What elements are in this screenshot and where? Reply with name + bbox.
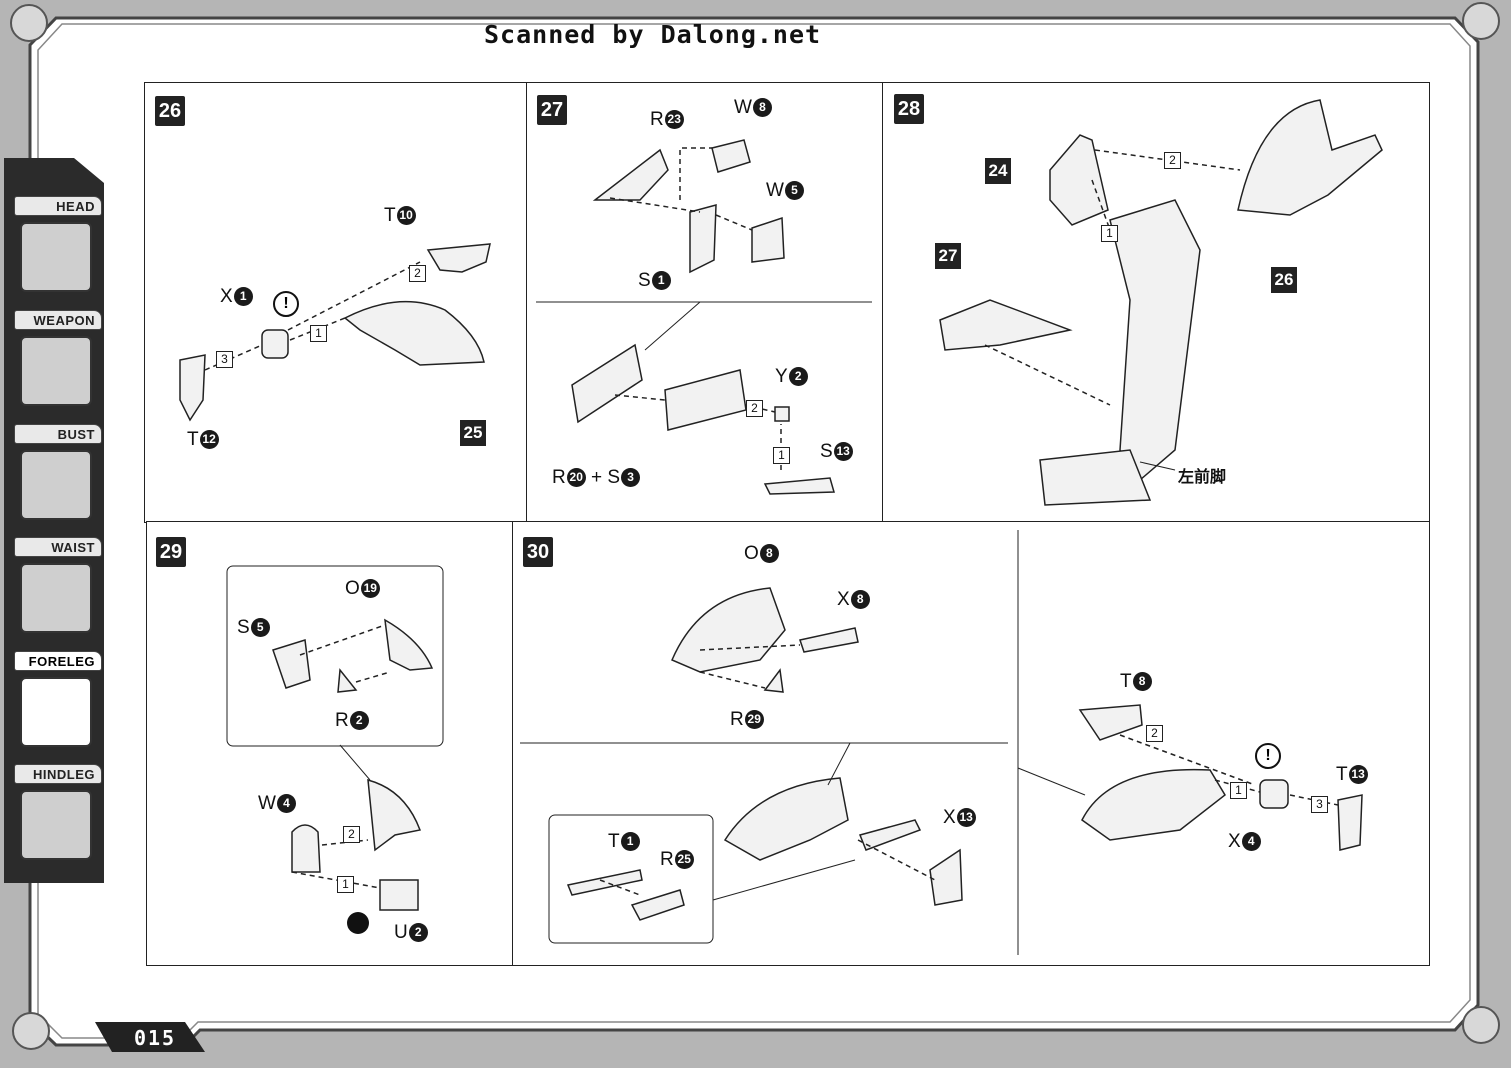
part-number-25: 25 [460, 420, 486, 446]
corner-ornament-icon [10, 4, 48, 42]
sequence-1: 1 [337, 876, 354, 893]
scan-credit: Scanned by Dalong.net [484, 20, 822, 49]
tab-weapon[interactable]: WEAPON [10, 310, 102, 418]
sequence-3: 3 [216, 351, 233, 368]
step-29-panel [146, 521, 514, 966]
step-number-27: 27 [537, 95, 567, 125]
bust-icon [20, 450, 92, 520]
step-number-26: 26 [155, 96, 185, 126]
foreleg-icon [20, 677, 92, 747]
tab-foreleg-label: FORELEG [14, 651, 102, 671]
tab-bust-label: BUST [14, 424, 102, 444]
page-number: 015 [133, 1026, 177, 1050]
tab-hindleg[interactable]: HINDLEG [10, 764, 102, 872]
hindleg-icon [20, 790, 92, 860]
sequence-1: 1 [1230, 782, 1247, 799]
tab-waist-label: WAIST [14, 537, 102, 557]
corner-ornament-icon [1462, 1006, 1500, 1044]
sequence-2: 2 [343, 826, 360, 843]
part-number-24: 24 [985, 158, 1011, 184]
step-number-28: 28 [894, 94, 924, 124]
weapon-icon [20, 336, 92, 406]
warning-icon: ! [273, 291, 299, 317]
sequence-2: 2 [1146, 725, 1163, 742]
sequence-2: 2 [1164, 152, 1181, 169]
sequence-2: 2 [746, 400, 763, 417]
part-number-26: 26 [1271, 267, 1297, 293]
step-number-30: 30 [523, 537, 553, 567]
waist-icon [20, 563, 92, 633]
sequence-3: 3 [1311, 796, 1328, 813]
sequence-2: 2 [409, 265, 426, 282]
tab-head[interactable]: HEAD [10, 196, 102, 304]
corner-ornament-icon [12, 1012, 50, 1050]
cutter-icon [347, 912, 369, 934]
tab-bust[interactable]: BUST [10, 424, 102, 532]
sequence-1: 1 [773, 447, 790, 464]
part-number-27: 27 [935, 243, 961, 269]
left-foreleg-label: 左前脚 [1178, 469, 1227, 486]
tab-foreleg[interactable]: FORELEG [10, 651, 102, 759]
step-26-panel [144, 82, 528, 523]
tab-weapon-label: WEAPON [14, 310, 102, 330]
step-28-panel [882, 82, 1430, 523]
warning-icon: ! [1255, 743, 1281, 769]
tab-waist[interactable]: WAIST [10, 537, 102, 645]
sequence-1: 1 [1101, 225, 1118, 242]
sequence-1: 1 [310, 325, 327, 342]
step-number-29: 29 [156, 537, 186, 567]
tab-head-label: HEAD [14, 196, 102, 216]
tab-hindleg-label: HINDLEG [14, 764, 102, 784]
corner-ornament-icon [1462, 2, 1500, 40]
head-icon [20, 222, 92, 292]
step-30-panel [512, 521, 1430, 966]
section-sidebar: HEAD WEAPON BUST WAIST FORELEG HINDLEG [4, 148, 108, 888]
